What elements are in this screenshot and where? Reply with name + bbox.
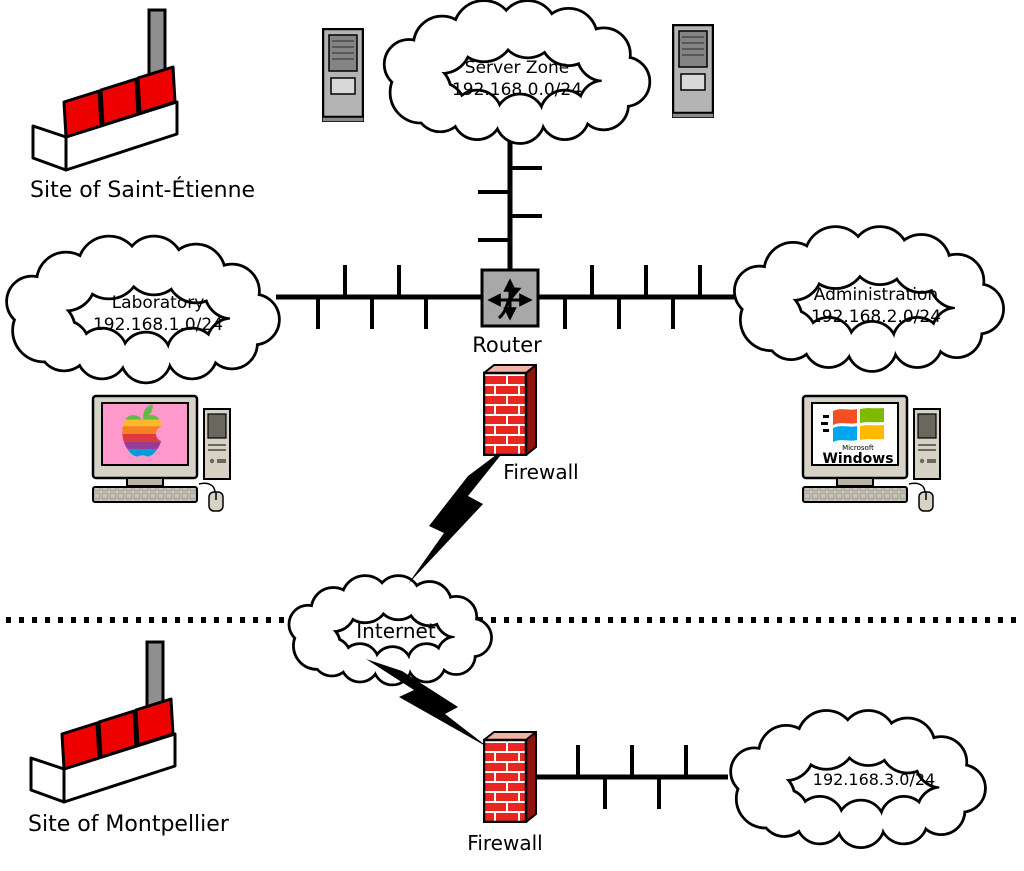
backbone-ticks (316, 265, 702, 329)
site-montpellier-label: Site of Montpellier (28, 812, 230, 837)
apple-leaf (143, 404, 153, 419)
administration-subnet: 192.168.2.0/24 (811, 307, 941, 327)
windows-mouse-icon (908, 482, 934, 512)
windows-flag-green (860, 408, 884, 423)
mac-monitor-stand (126, 477, 164, 487)
windows-flag-red (833, 409, 857, 425)
server-bus-ticks (478, 166, 542, 242)
firewall-icon-top (483, 364, 537, 456)
laboratory-name: Laboratory (112, 293, 205, 313)
apple-bite (156, 426, 172, 442)
site-saint-etienne-label: Site of Saint-Étienne (30, 177, 255, 203)
windows-product-text: Windows (822, 451, 893, 467)
server-zone-subnet: 192.168.0.0/24 (452, 80, 582, 100)
firewall-top-label: Firewall (503, 460, 578, 484)
montpellier-bus (536, 745, 728, 809)
firewall-icon-bottom (483, 731, 537, 823)
montpellier-lan-subnet: 192.168.3.0/24 (813, 770, 935, 789)
mac-keyboard (92, 486, 198, 503)
mac-tower (203, 408, 231, 480)
router-arrows (487, 278, 533, 321)
laboratory-subnet: 192.168.1.0/24 (93, 315, 223, 335)
server-zone-bus (478, 140, 542, 272)
windows-flag-blue (833, 426, 857, 442)
windows-monitor-stand (836, 477, 874, 487)
lightning-bolt-bottom (366, 659, 489, 748)
mac-mouse-icon (198, 482, 224, 512)
windows-keyboard (802, 486, 908, 503)
mouse-cable (908, 482, 926, 494)
factory-icon-montpellier (29, 640, 177, 804)
internet-label: Internet (356, 619, 436, 643)
windows-computer-icon: Microsoft Windows (801, 394, 941, 512)
mac-computer-icon (91, 394, 231, 512)
router-icon (480, 268, 540, 328)
server-zone-name: Server Zone (465, 58, 569, 78)
router-label: Router (472, 333, 542, 357)
windows-logo-icon: Microsoft Windows (821, 408, 894, 467)
windows-flag-yellow (860, 425, 884, 440)
firewall-bottom-label: Firewall (467, 831, 542, 855)
windows-tower (913, 408, 941, 480)
factory-icon-saint-etienne (31, 8, 179, 172)
lightning-bolt-top (408, 446, 508, 584)
server-icon-left (322, 28, 364, 122)
windows-flag-trail (821, 415, 829, 432)
mouse-cable (198, 482, 216, 494)
server-icon-right (672, 24, 714, 118)
montpellier-bus-ticks (576, 745, 688, 809)
windows-vendor-text: Microsoft (842, 444, 874, 452)
administration-name: Administration (814, 285, 938, 305)
